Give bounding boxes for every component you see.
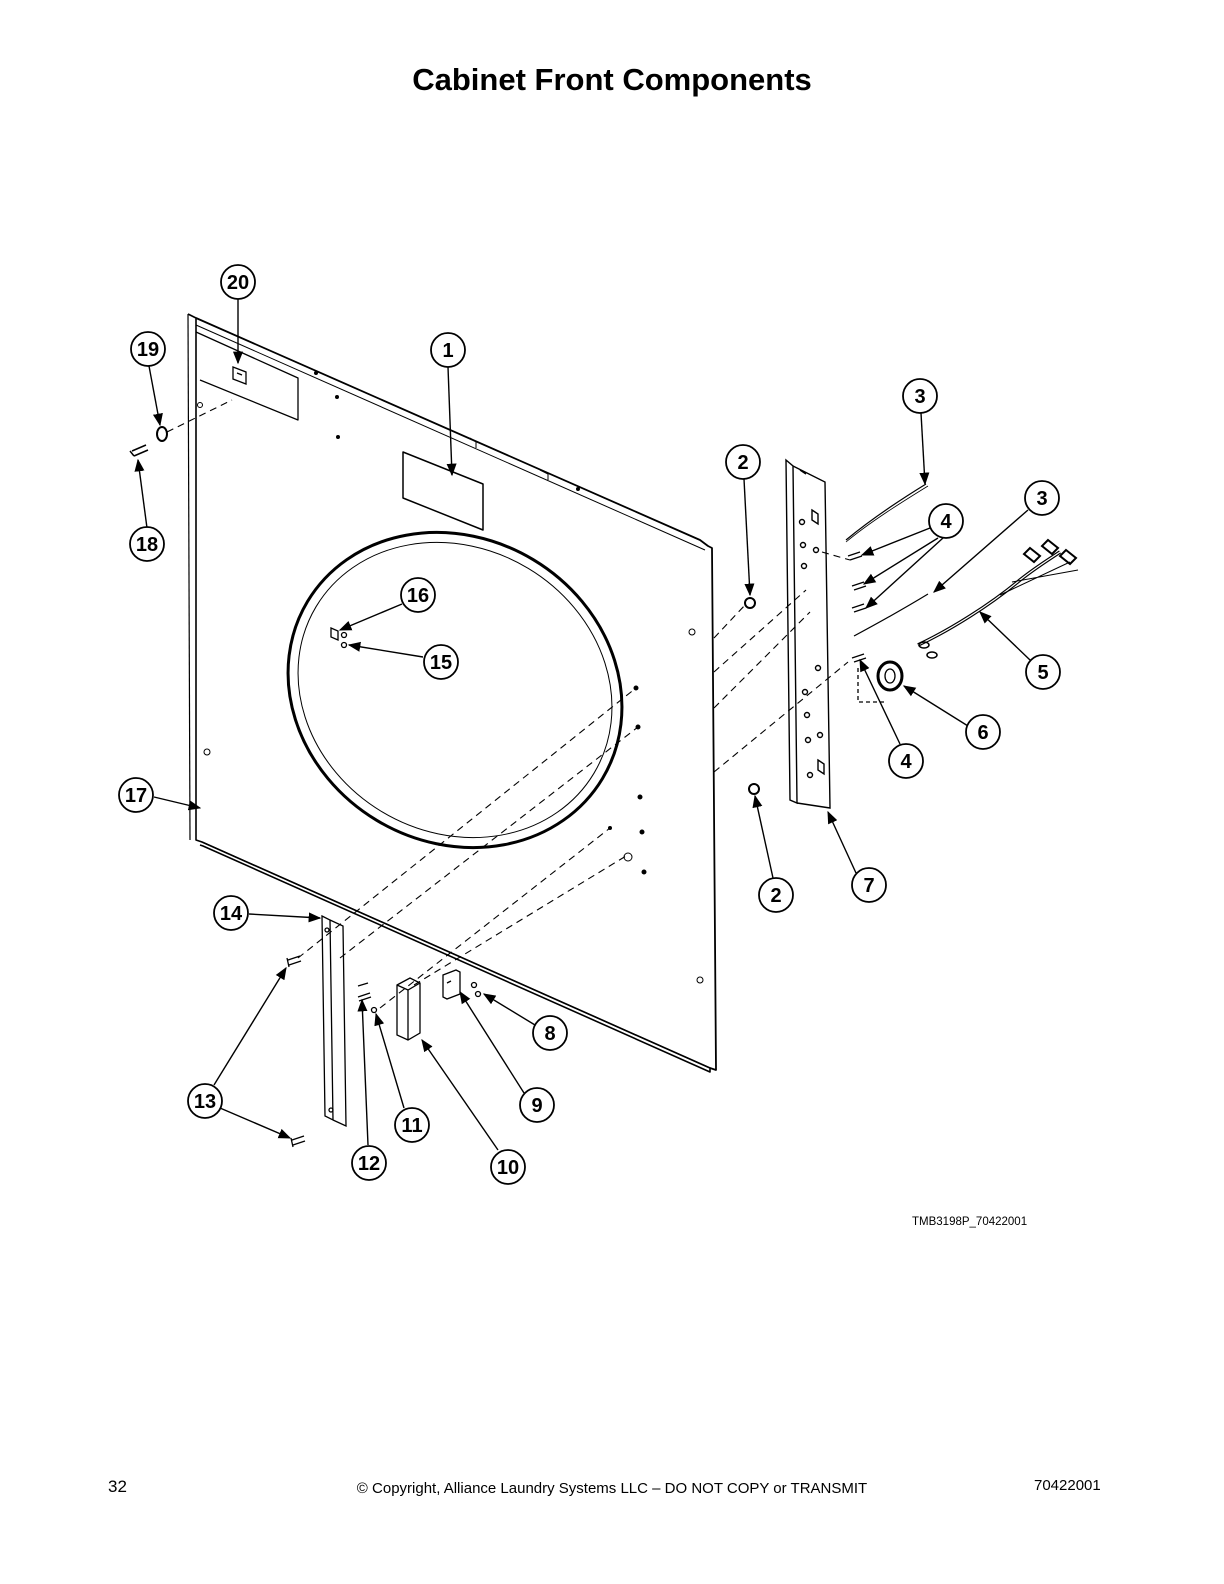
document-number: 70422001 [1034, 1477, 1101, 1494]
callout-13: 13 [187, 1083, 223, 1119]
svg-text:13: 13 [194, 1091, 216, 1113]
page-title: Cabinet Front Components [412, 62, 812, 97]
callout-8: 8 [532, 1015, 568, 1051]
svg-text:2: 2 [770, 885, 781, 907]
svg-text:12: 12 [358, 1153, 380, 1175]
svg-text:2: 2 [737, 452, 748, 474]
svg-text:7: 7 [863, 875, 874, 897]
svg-text:4: 4 [940, 511, 952, 533]
svg-text:3: 3 [1036, 488, 1047, 510]
svg-text:14: 14 [220, 903, 243, 925]
callout-19: 19 [130, 331, 166, 367]
callout-10: 10 [490, 1149, 526, 1185]
callout-2-top: 2 [725, 444, 761, 480]
svg-text:20: 20 [227, 272, 249, 294]
callout-6: 6 [965, 714, 1001, 750]
svg-text:17: 17 [125, 785, 147, 807]
callout-7: 7 [851, 867, 887, 903]
svg-text:10: 10 [497, 1157, 519, 1179]
page-number: 32 [108, 1477, 127, 1496]
svg-text:4: 4 [900, 751, 912, 773]
copyright-notice: © Copyright, Alliance Laundry Systems LL… [356, 1480, 868, 1497]
callout-20: 20 [220, 264, 256, 300]
callout-16: 16 [400, 577, 436, 613]
svg-text:19: 19 [137, 339, 159, 361]
callout-12: 12 [351, 1145, 387, 1181]
svg-text:3: 3 [914, 386, 925, 408]
svg-text:1: 1 [442, 340, 453, 362]
svg-text:11: 11 [401, 1115, 422, 1137]
svg-text:16: 16 [407, 585, 429, 607]
hardware-parts [129, 366, 1079, 1148]
callout-14: 14 [213, 895, 249, 931]
callout-17: 17 [118, 777, 154, 813]
callout-18: 18 [129, 526, 165, 562]
svg-text:5: 5 [1037, 662, 1048, 684]
cabinet-front-panel [187, 313, 717, 1073]
assembly-lines [166, 399, 851, 1009]
callout-3-right: 3 [1024, 480, 1060, 516]
svg-text:8: 8 [544, 1023, 555, 1045]
drawing-id: TMB3198P_70422001 [912, 1216, 1028, 1228]
callout-15: 15 [423, 644, 459, 680]
svg-text:18: 18 [136, 534, 158, 556]
right-side-bracket [785, 458, 831, 809]
callout-2-bottom: 2 [758, 877, 794, 913]
callout-4-bottom: 4 [888, 743, 924, 779]
svg-text:9: 9 [531, 1095, 542, 1117]
leader-lines [134, 298, 1031, 1151]
callout-11: 11 [394, 1107, 430, 1143]
callout-1: 1 [430, 332, 466, 368]
svg-text:6: 6 [977, 722, 988, 744]
svg-text:15: 15 [430, 652, 452, 674]
callout-9: 9 [519, 1087, 555, 1123]
callout-4-top: 4 [928, 503, 964, 539]
callout-3-top: 3 [902, 378, 938, 414]
callout-5: 5 [1025, 654, 1061, 690]
